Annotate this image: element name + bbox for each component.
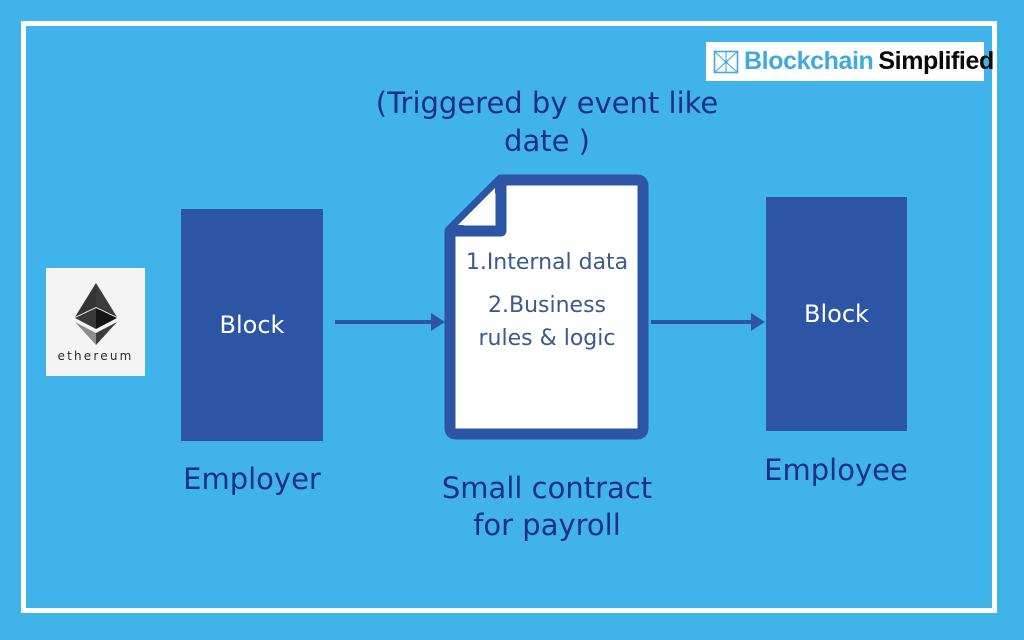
- arrow-shaft: [651, 320, 753, 324]
- block-employer-label: Block: [219, 311, 285, 339]
- contract-clause-2: 2.Business rules & logic: [478, 293, 616, 351]
- ethereum-badge: ethereum: [46, 268, 145, 376]
- ethereum-label: ethereum: [57, 349, 134, 363]
- arrow-employer-to-contract: [335, 313, 445, 331]
- caption-employee: Employee: [764, 453, 908, 487]
- ethereum-diamond-icon: [73, 281, 119, 347]
- blockchain-mesh-icon: [712, 48, 740, 76]
- block-employee: Block: [766, 197, 907, 431]
- document-page-icon: [444, 174, 649, 440]
- trigger-note-text: (Triggered by event like date ): [375, 86, 719, 158]
- arrow-head-icon: [431, 313, 445, 331]
- logo-word-secondary: Simplified: [878, 47, 994, 75]
- logo-word-primary: Blockchain: [744, 47, 874, 75]
- contract-document: 1.Internal data 2.Business rules & logic: [444, 174, 649, 446]
- caption-contract: Small contract for payroll: [441, 471, 653, 542]
- caption-employer: Employer: [183, 462, 321, 496]
- block-employee-label: Block: [804, 300, 869, 328]
- arrow-head-icon: [751, 313, 765, 331]
- arrow-contract-to-employee: [651, 313, 767, 331]
- arrow-shaft: [335, 320, 433, 324]
- contract-clause-list: 1.Internal data 2.Business rules & logic: [462, 246, 632, 355]
- contract-clause-1: 1.Internal data: [465, 250, 629, 275]
- block-employer: Block: [181, 209, 323, 441]
